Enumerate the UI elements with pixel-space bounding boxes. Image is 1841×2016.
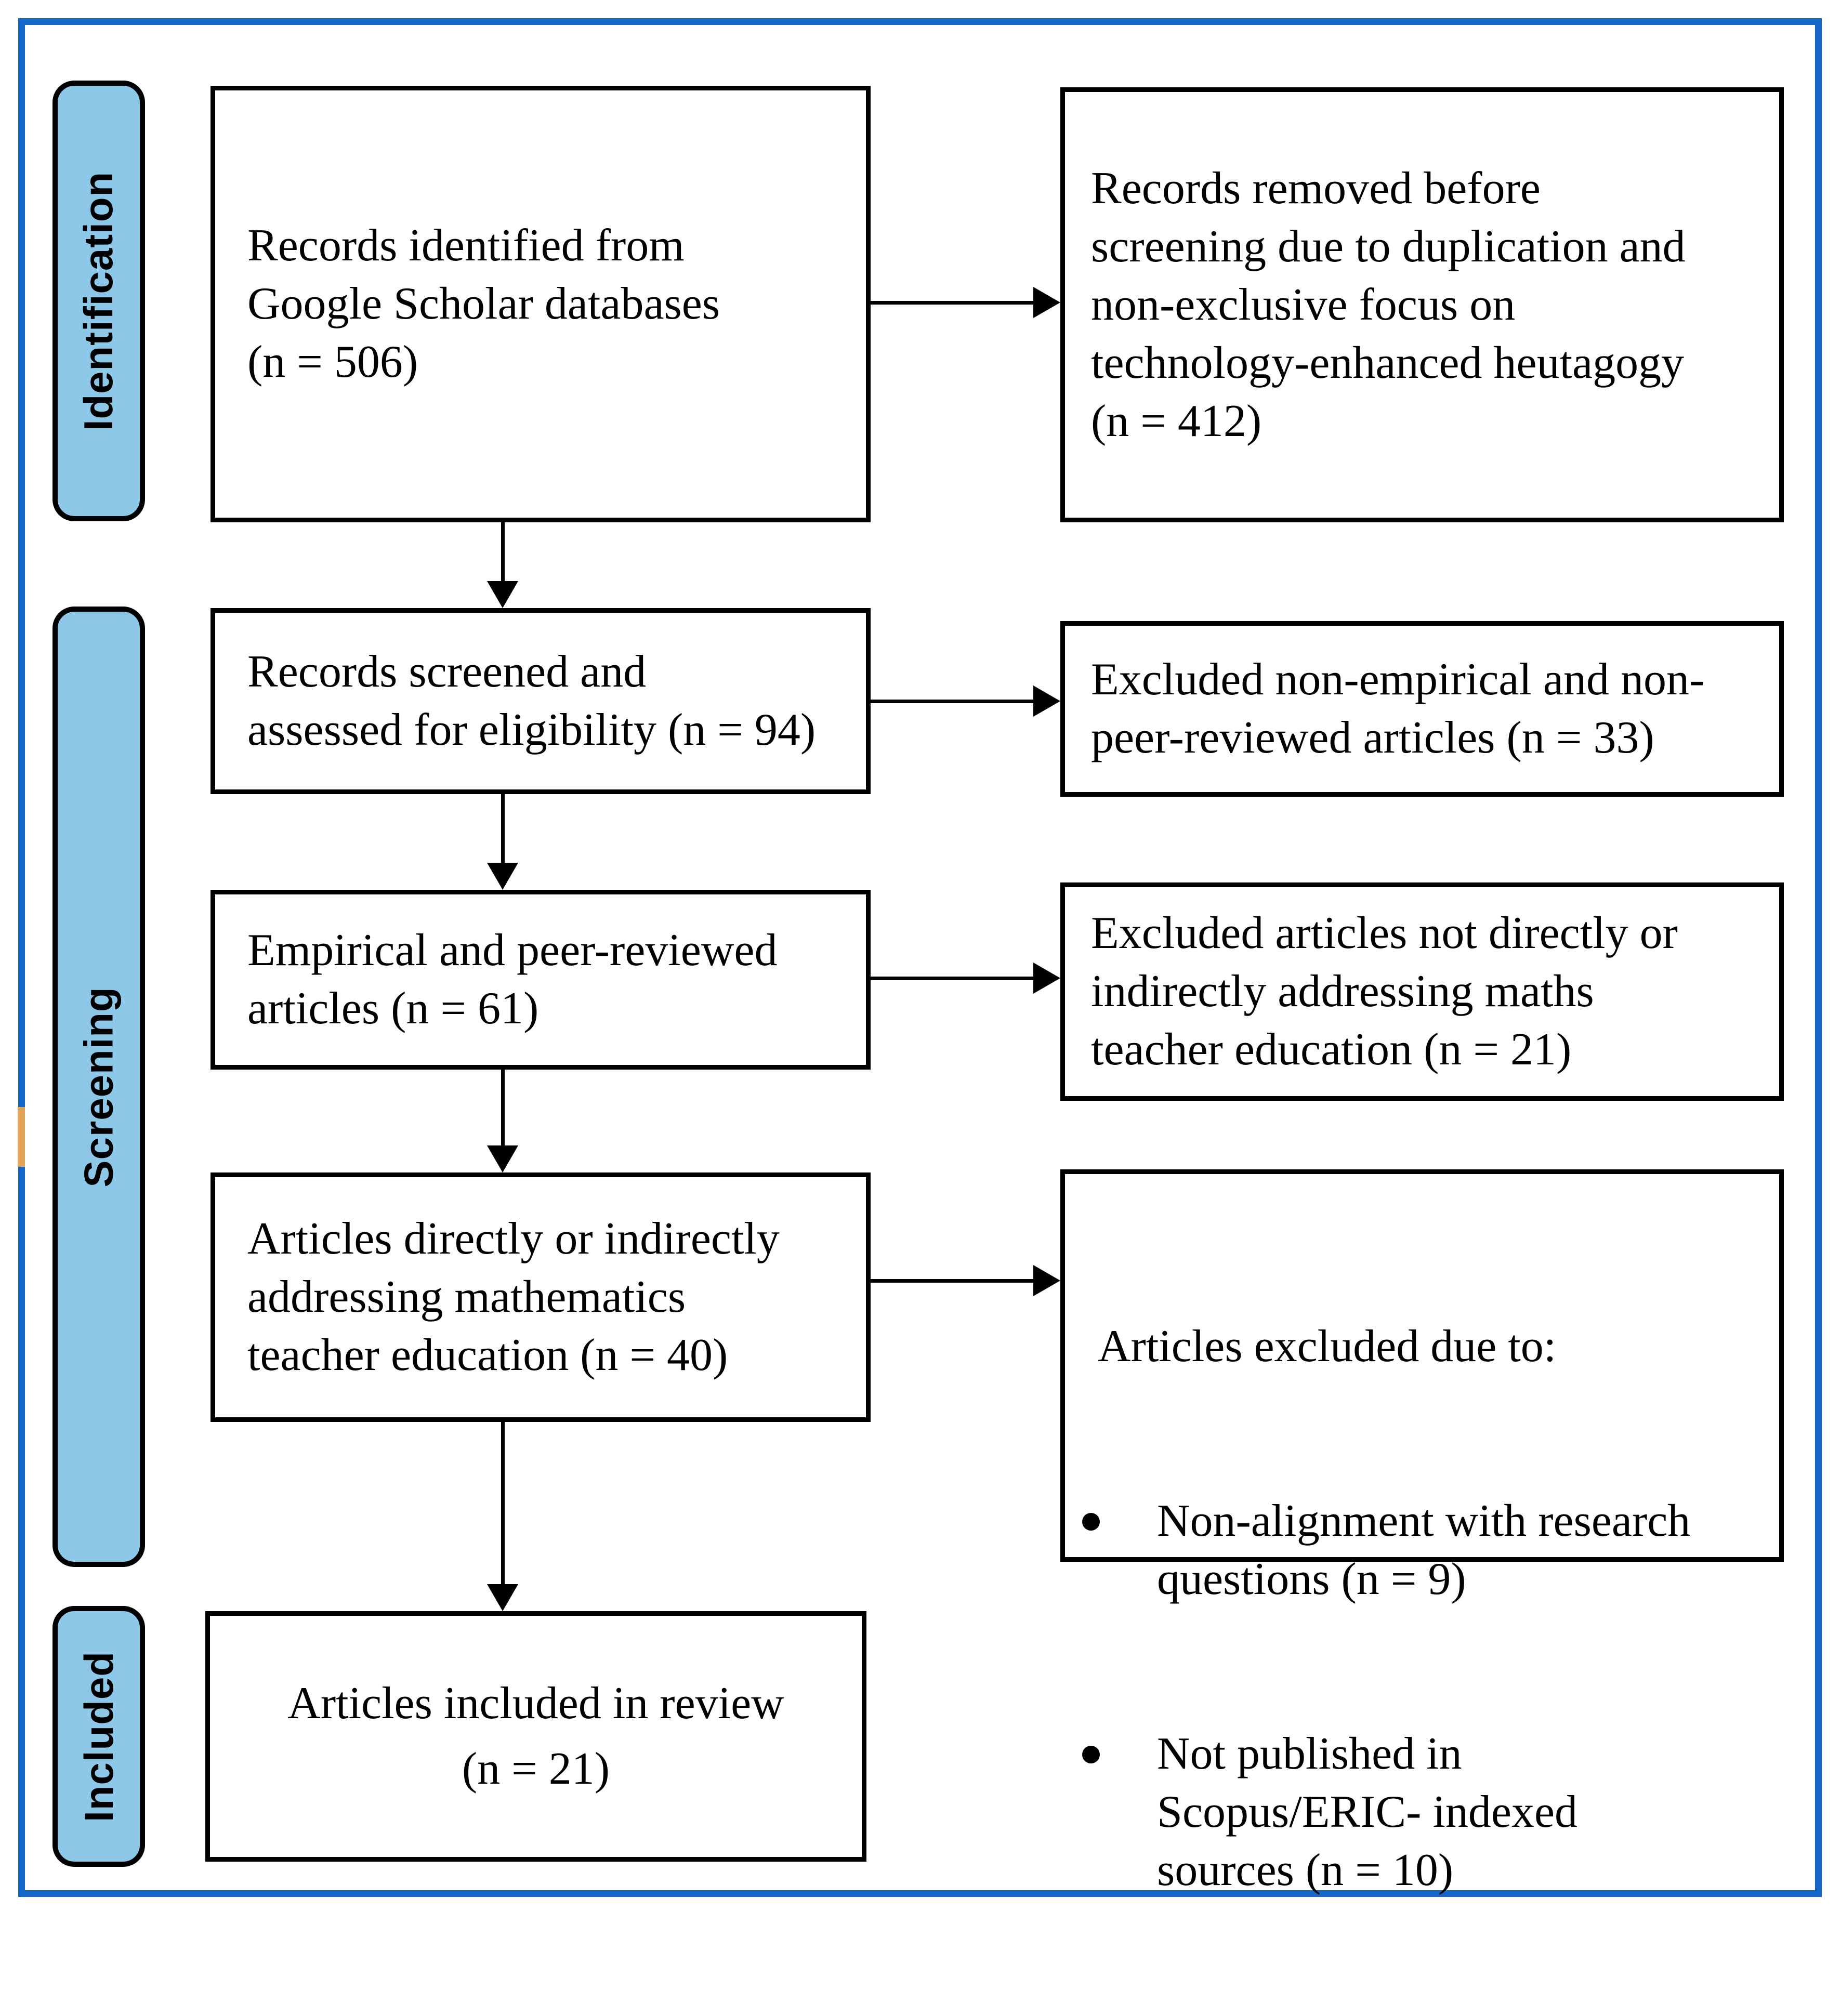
bullet-icon — [1082, 1513, 1100, 1531]
arrow-right-icon — [1033, 1265, 1060, 1296]
arrow-shaft — [871, 301, 1035, 305]
arrow-shaft — [501, 794, 505, 865]
arrow-right-icon — [1033, 686, 1060, 717]
arrow-identified-to-screened — [487, 522, 518, 608]
arrow-identified-to-removed — [871, 287, 1060, 318]
arrow-addressing-to-included — [487, 1422, 518, 1611]
arrow-shaft — [871, 1279, 1035, 1283]
arrow-right-icon — [1033, 963, 1060, 994]
excluded-reasons-title: Articles excluded due to: — [1098, 1321, 1557, 1372]
stage-label-screening: Screening — [75, 986, 122, 1188]
box-empirical-articles: Empirical and peer-reviewed articles (n … — [211, 890, 871, 1070]
arrow-down-icon — [487, 1145, 518, 1172]
arrow-down-icon — [487, 863, 518, 890]
arrow-empirical-to-addressing — [487, 1070, 518, 1172]
excluded-reason-text: Not published in Scopus/ERIC- indexed so… — [1157, 1729, 1578, 1895]
arrow-shaft — [501, 1070, 505, 1148]
excluded-reason-item: Non-alignment with research questions (n… — [1082, 1492, 1767, 1609]
arrow-screened-to-excluded — [871, 686, 1060, 717]
box-records-screened: Records screened and assessed for eligib… — [211, 608, 871, 794]
stage-label-included: Included — [75, 1651, 122, 1822]
stage-pill-included: Included — [52, 1606, 145, 1867]
arrow-addressing-to-excluded — [871, 1265, 1060, 1296]
stage-label-identification: Identification — [75, 171, 122, 431]
arrow-down-icon — [487, 581, 518, 608]
outer-frame — [18, 18, 1822, 1897]
box-articles-excluded-reasons: Articles excluded due to: Non-alignment … — [1060, 1169, 1784, 1895]
arrow-right-icon — [1033, 287, 1060, 318]
arrow-shaft — [871, 700, 1035, 703]
arrow-shaft — [871, 977, 1035, 980]
arrow-shaft — [501, 1422, 505, 1586]
box-records-identified: Records identified from Google Scholar d… — [211, 86, 871, 522]
box-articles-addressing: Articles directly or indirectly addressi… — [211, 1172, 871, 1422]
excluded-reason-text: Non-alignment with research questions (n… — [1157, 1496, 1691, 1604]
box-excluded-non-empirical: Excluded non-empirical and non- peer-rev… — [1060, 621, 1784, 797]
arrow-shaft — [501, 522, 505, 583]
arrow-screened-to-empirical — [487, 794, 518, 890]
bullet-icon — [1082, 1746, 1100, 1763]
arrow-empirical-to-excluded — [871, 963, 1060, 994]
box-excluded-not-addressing: Excluded articles not directly or indire… — [1060, 882, 1784, 1101]
excluded-reason-item: Not published in Scopus/ERIC- indexed so… — [1082, 1725, 1767, 1900]
stage-pill-identification: Identification — [52, 81, 145, 521]
stage-pill-screening: Screening — [52, 607, 145, 1567]
box-articles-included: Articles included in review (n = 21) — [205, 1611, 866, 1862]
prisma-flow-diagram: Identification Screening Included Record… — [18, 18, 1822, 1897]
box-records-removed: Records removed before screening due to … — [1060, 87, 1784, 522]
orange-border-artifact — [18, 1107, 25, 1167]
arrow-down-icon — [487, 1584, 518, 1611]
